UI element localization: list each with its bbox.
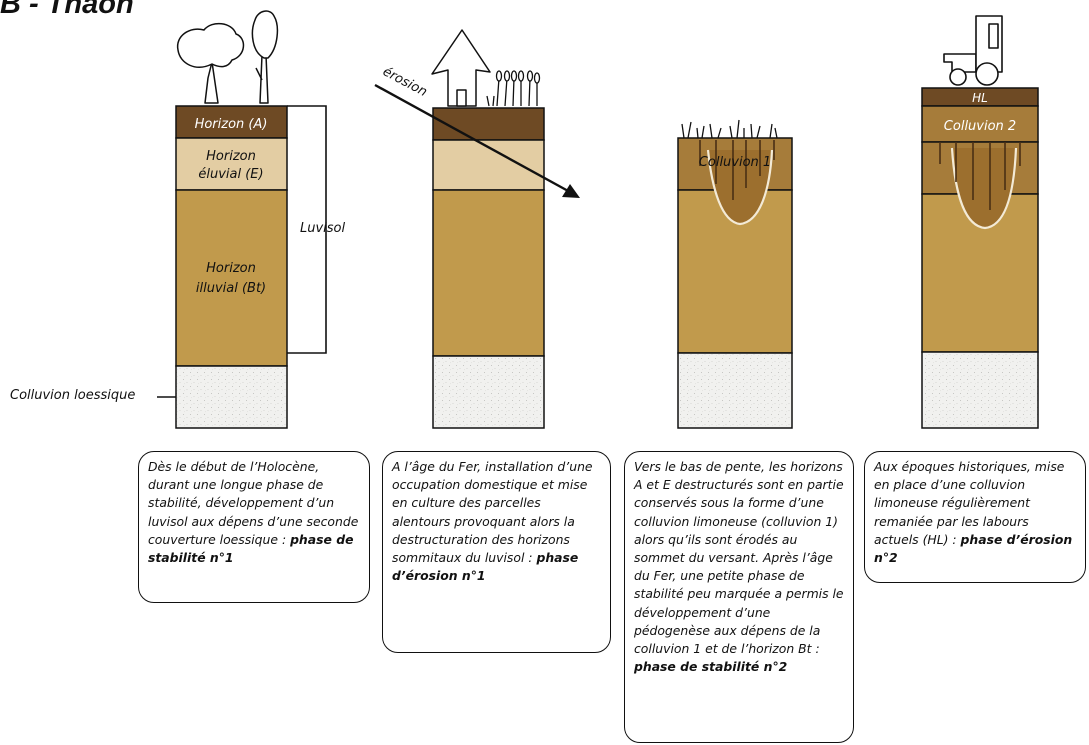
description-2-text: A l’âge du Fer, installation d’une occup…: [392, 459, 593, 566]
profile-4: HL Colluvion 2: [921, 15, 1039, 429]
tractor-icon: [943, 15, 1003, 86]
description-4-phase: phase d’érosion n°2: [874, 531, 1073, 566]
horizon-bt-label-2: illuvial (Bt): [196, 281, 266, 296]
description-box-4: Aux époques historiques, mise en place d…: [864, 451, 1086, 583]
description-3-text: Vers le bas de pente, les horizons A et …: [634, 459, 844, 657]
pedogenesis-outline-4: [950, 147, 1018, 230]
profile-1: Horizon (A) Horizon éluvial (E) Horizon …: [157, 10, 346, 429]
figure-title: B - Thaon: [0, 0, 134, 20]
loess-layer-2: [432, 355, 545, 429]
loess-layer-3: [677, 352, 793, 429]
profile-3: Colluvion 1: [677, 119, 793, 429]
crop-icon: [486, 70, 541, 107]
horizon-a-label: Horizon (A): [195, 117, 268, 132]
description-1-phase: phase de stabilité n°1: [148, 531, 354, 566]
horizon-e-label-1: Horizon: [206, 149, 256, 164]
horizon-a-layer: [175, 105, 288, 139]
colluvion-2-label: Colluvion 2: [944, 119, 1016, 134]
description-1-text: Dès le début de l’Holocène, durant une l…: [148, 459, 359, 547]
erosion-label: érosion: [380, 64, 429, 100]
pedogenesis-outline: [706, 149, 774, 226]
erosion-arrow: [374, 83, 580, 198]
house-icon: [431, 29, 491, 107]
colluvion-1-label: Colluvion 1: [699, 155, 771, 170]
horizon-bt-layer-2: [432, 189, 545, 357]
description-box-1: Dès le début de l’Holocène, durant une l…: [138, 451, 370, 603]
horizon-bt-label-1: Horizon: [206, 261, 256, 276]
description-4-text: Aux époques historiques, mise en place d…: [874, 459, 1065, 547]
description-box-2: A l’âge du Fer, installation d’une occup…: [382, 451, 611, 653]
description-2-phase: phase d’érosion n°1: [392, 550, 579, 584]
description-box-3: Vers le bas de pente, les horizons A et …: [624, 451, 854, 743]
hl-label: HL: [972, 91, 988, 105]
horizon-e-label-2: éluvial (E): [198, 167, 263, 182]
horizon-a-layer-2: [432, 107, 545, 141]
horizon-e-layer: [175, 137, 288, 191]
loess-layer-4: [921, 351, 1039, 429]
luvisol-label: Luvisol: [300, 221, 346, 236]
horizon-bt-layer: [175, 189, 288, 367]
description-3-phase: phase de stabilité n°2: [634, 659, 788, 675]
colluvion-loessique-label: Colluvion loessique: [10, 388, 136, 403]
root-marks-4: [939, 142, 1021, 210]
grass-icon: [681, 119, 778, 139]
luvisol-bracket: [287, 105, 327, 354]
profile-2: érosion: [374, 29, 580, 429]
loess-layer: [175, 365, 288, 429]
tree-icon: [176, 10, 279, 104]
root-marks: [699, 140, 775, 200]
